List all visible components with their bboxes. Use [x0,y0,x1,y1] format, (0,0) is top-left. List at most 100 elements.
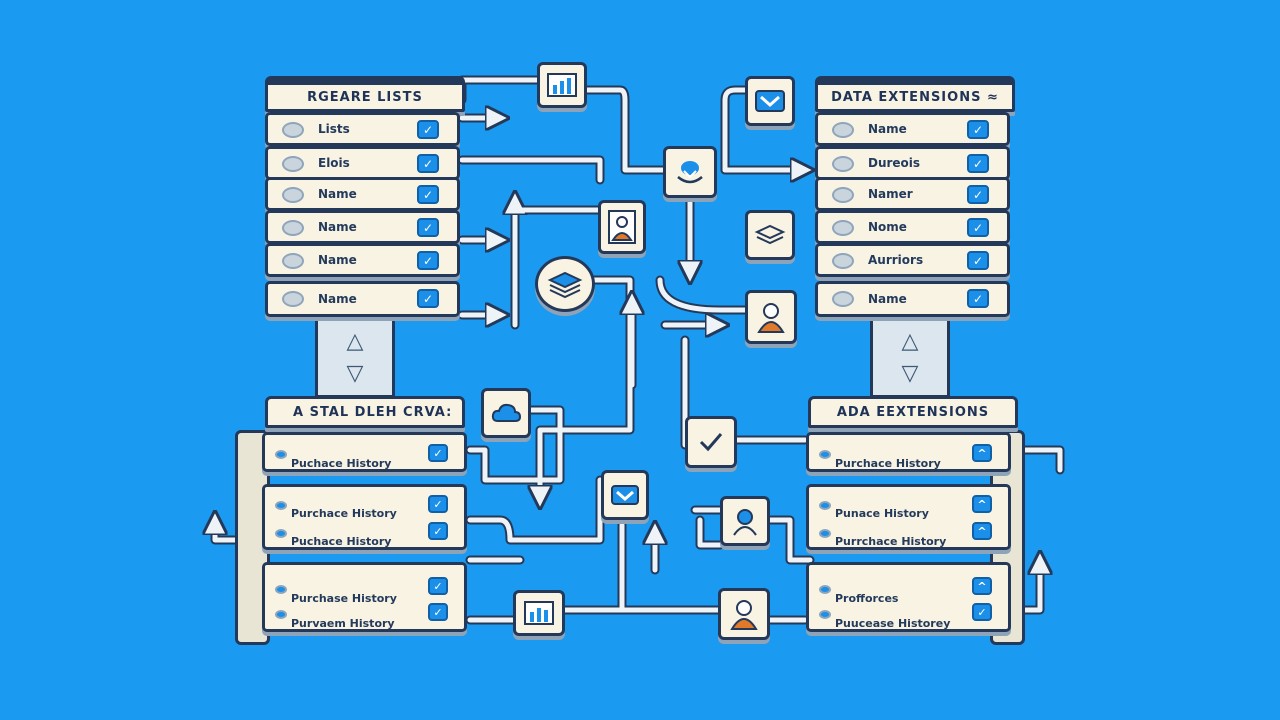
person-icon [608,210,636,244]
list-item[interactable]: Name ✓ [815,112,1010,146]
list-item[interactable]: Name ✓ [265,210,460,244]
list-item[interactable]: Purchace History ^ [806,432,1011,472]
list-item[interactable]: Namer ✓ [815,177,1010,211]
person-icon [757,303,785,333]
checkbox-checked-icon[interactable]: ✓ [967,218,989,237]
list-item[interactable]: Purrchace History ^ [809,517,1008,550]
list-item[interactable]: Purchase History ✓ [265,565,464,605]
list-group: Profforces ^ Puucease Historey ✓ [806,562,1011,632]
stack-node[interactable] [535,256,595,312]
bar-chart-node[interactable] [537,62,587,108]
list-group: Purchace History ✓ Puchace History ✓ [262,484,467,550]
checkbox-checked-icon[interactable]: ✓ [428,603,448,621]
list-item[interactable]: Lists ✓ [265,112,460,146]
edit-icon [282,291,304,307]
list-item[interactable]: Name ✓ [265,243,460,277]
edit-icon [832,291,854,307]
contact-node[interactable] [718,588,770,640]
edit-icon [282,187,304,203]
list-item[interactable]: Nome ✓ [815,210,1010,244]
list-group: Purchase History ✓ Purvaem History ✓ [262,562,467,632]
list-item[interactable]: Name ✓ [815,281,1010,317]
scroll-down-icon[interactable]: ▽ [346,361,364,386]
list-item[interactable]: Puchace History ✓ [265,517,464,550]
caret-icon[interactable]: ^ [972,444,992,462]
list-group: Punace History ^ Purrchace History ^ [806,484,1011,550]
list-item[interactable]: Punace History ^ [809,487,1008,520]
list-item[interactable]: Purchace History ✓ [265,487,464,520]
checkbox-checked-icon[interactable]: ✓ [417,185,439,204]
scroll-up-icon[interactable]: △ [901,329,919,354]
panel-title: A STAL DLEH CRVA: [265,396,465,428]
edit-icon [819,450,831,459]
report-chart-node[interactable] [513,590,565,636]
edit-icon [282,253,304,269]
checkbox-checked-icon[interactable]: ✓ [417,218,439,237]
edit-icon [275,610,287,619]
checkbox-checked-icon[interactable]: ✓ [967,251,989,270]
panel-title: RGEARE LISTS [265,76,465,112]
scroll-down-icon[interactable]: ▽ [901,361,919,386]
person-icon [730,600,758,630]
list-item[interactable]: Elois ✓ [265,146,460,180]
person-node[interactable] [745,290,797,344]
panel-title: DATA EXTENSIONS ≈ [815,76,1015,112]
user-profile-node[interactable] [720,496,770,546]
edit-icon [275,501,287,510]
checkbox-checked-icon[interactable]: ✓ [967,120,989,139]
checkbox-checked-icon[interactable]: ✓ [967,154,989,173]
checkbox-checked-icon[interactable]: ✓ [967,289,989,308]
mail-node[interactable] [601,470,649,520]
caret-icon[interactable]: ^ [972,522,992,540]
checkbox-checked-icon[interactable]: ✓ [428,495,448,513]
caret-icon[interactable]: ^ [972,577,992,595]
list-item[interactable]: Name ✓ [265,281,460,317]
layers-icon [754,224,786,245]
envelope-node[interactable] [745,76,795,126]
check-node[interactable] [685,416,737,468]
cloud-hand-icon [677,161,703,184]
checkbox-checked-icon[interactable]: ✓ [967,185,989,204]
cloud-node[interactable] [481,388,531,438]
layers-node[interactable] [745,210,795,260]
edit-icon [282,156,304,172]
checkbox-checked-icon[interactable]: ✓ [417,289,439,308]
list-item[interactable]: Purvaem History ✓ [265,598,464,633]
edit-icon [275,585,287,594]
edit-icon [282,220,304,236]
edit-icon [275,450,287,459]
cloud-icon [491,403,522,422]
check-icon [699,433,723,452]
caret-icon[interactable]: ^ [972,495,992,513]
checkbox-checked-icon[interactable]: ✓ [417,120,439,139]
scroll-up-icon[interactable]: △ [346,329,364,354]
chevron-down-icon [611,485,639,505]
stack-layers-icon [547,271,583,299]
bar-chart-icon [547,73,577,97]
checkbox-checked-icon[interactable]: ✓ [417,154,439,173]
list-item[interactable]: Aurriors ✓ [815,243,1010,277]
bar-chart-icon [524,601,554,625]
list-item[interactable]: Dureois ✓ [815,146,1010,180]
edit-icon [819,610,831,619]
list-item[interactable]: Puucease Historey ✓ [809,598,1008,633]
edit-icon [275,529,287,538]
user-profile-icon [733,509,757,536]
list-item[interactable]: Name ✓ [265,177,460,211]
cloud-hand-node[interactable] [663,146,717,198]
list-item[interactable]: Profforces ^ [809,565,1008,605]
contact-person-node[interactable] [598,200,646,254]
edit-icon [832,187,854,203]
edit-icon [832,220,854,236]
chevron-down-icon [755,90,785,112]
edit-icon [819,585,831,594]
checkbox-checked-icon[interactable]: ✓ [428,522,448,540]
list-item[interactable]: Puchace History ✓ [262,432,467,472]
checkbox-checked-icon[interactable]: ✓ [428,577,448,595]
checkbox-checked-icon[interactable]: ✓ [417,251,439,270]
checkbox-checked-icon[interactable]: ✓ [972,603,992,621]
edit-icon [832,122,854,138]
checkbox-checked-icon[interactable]: ✓ [428,444,448,462]
edit-icon [819,501,831,510]
